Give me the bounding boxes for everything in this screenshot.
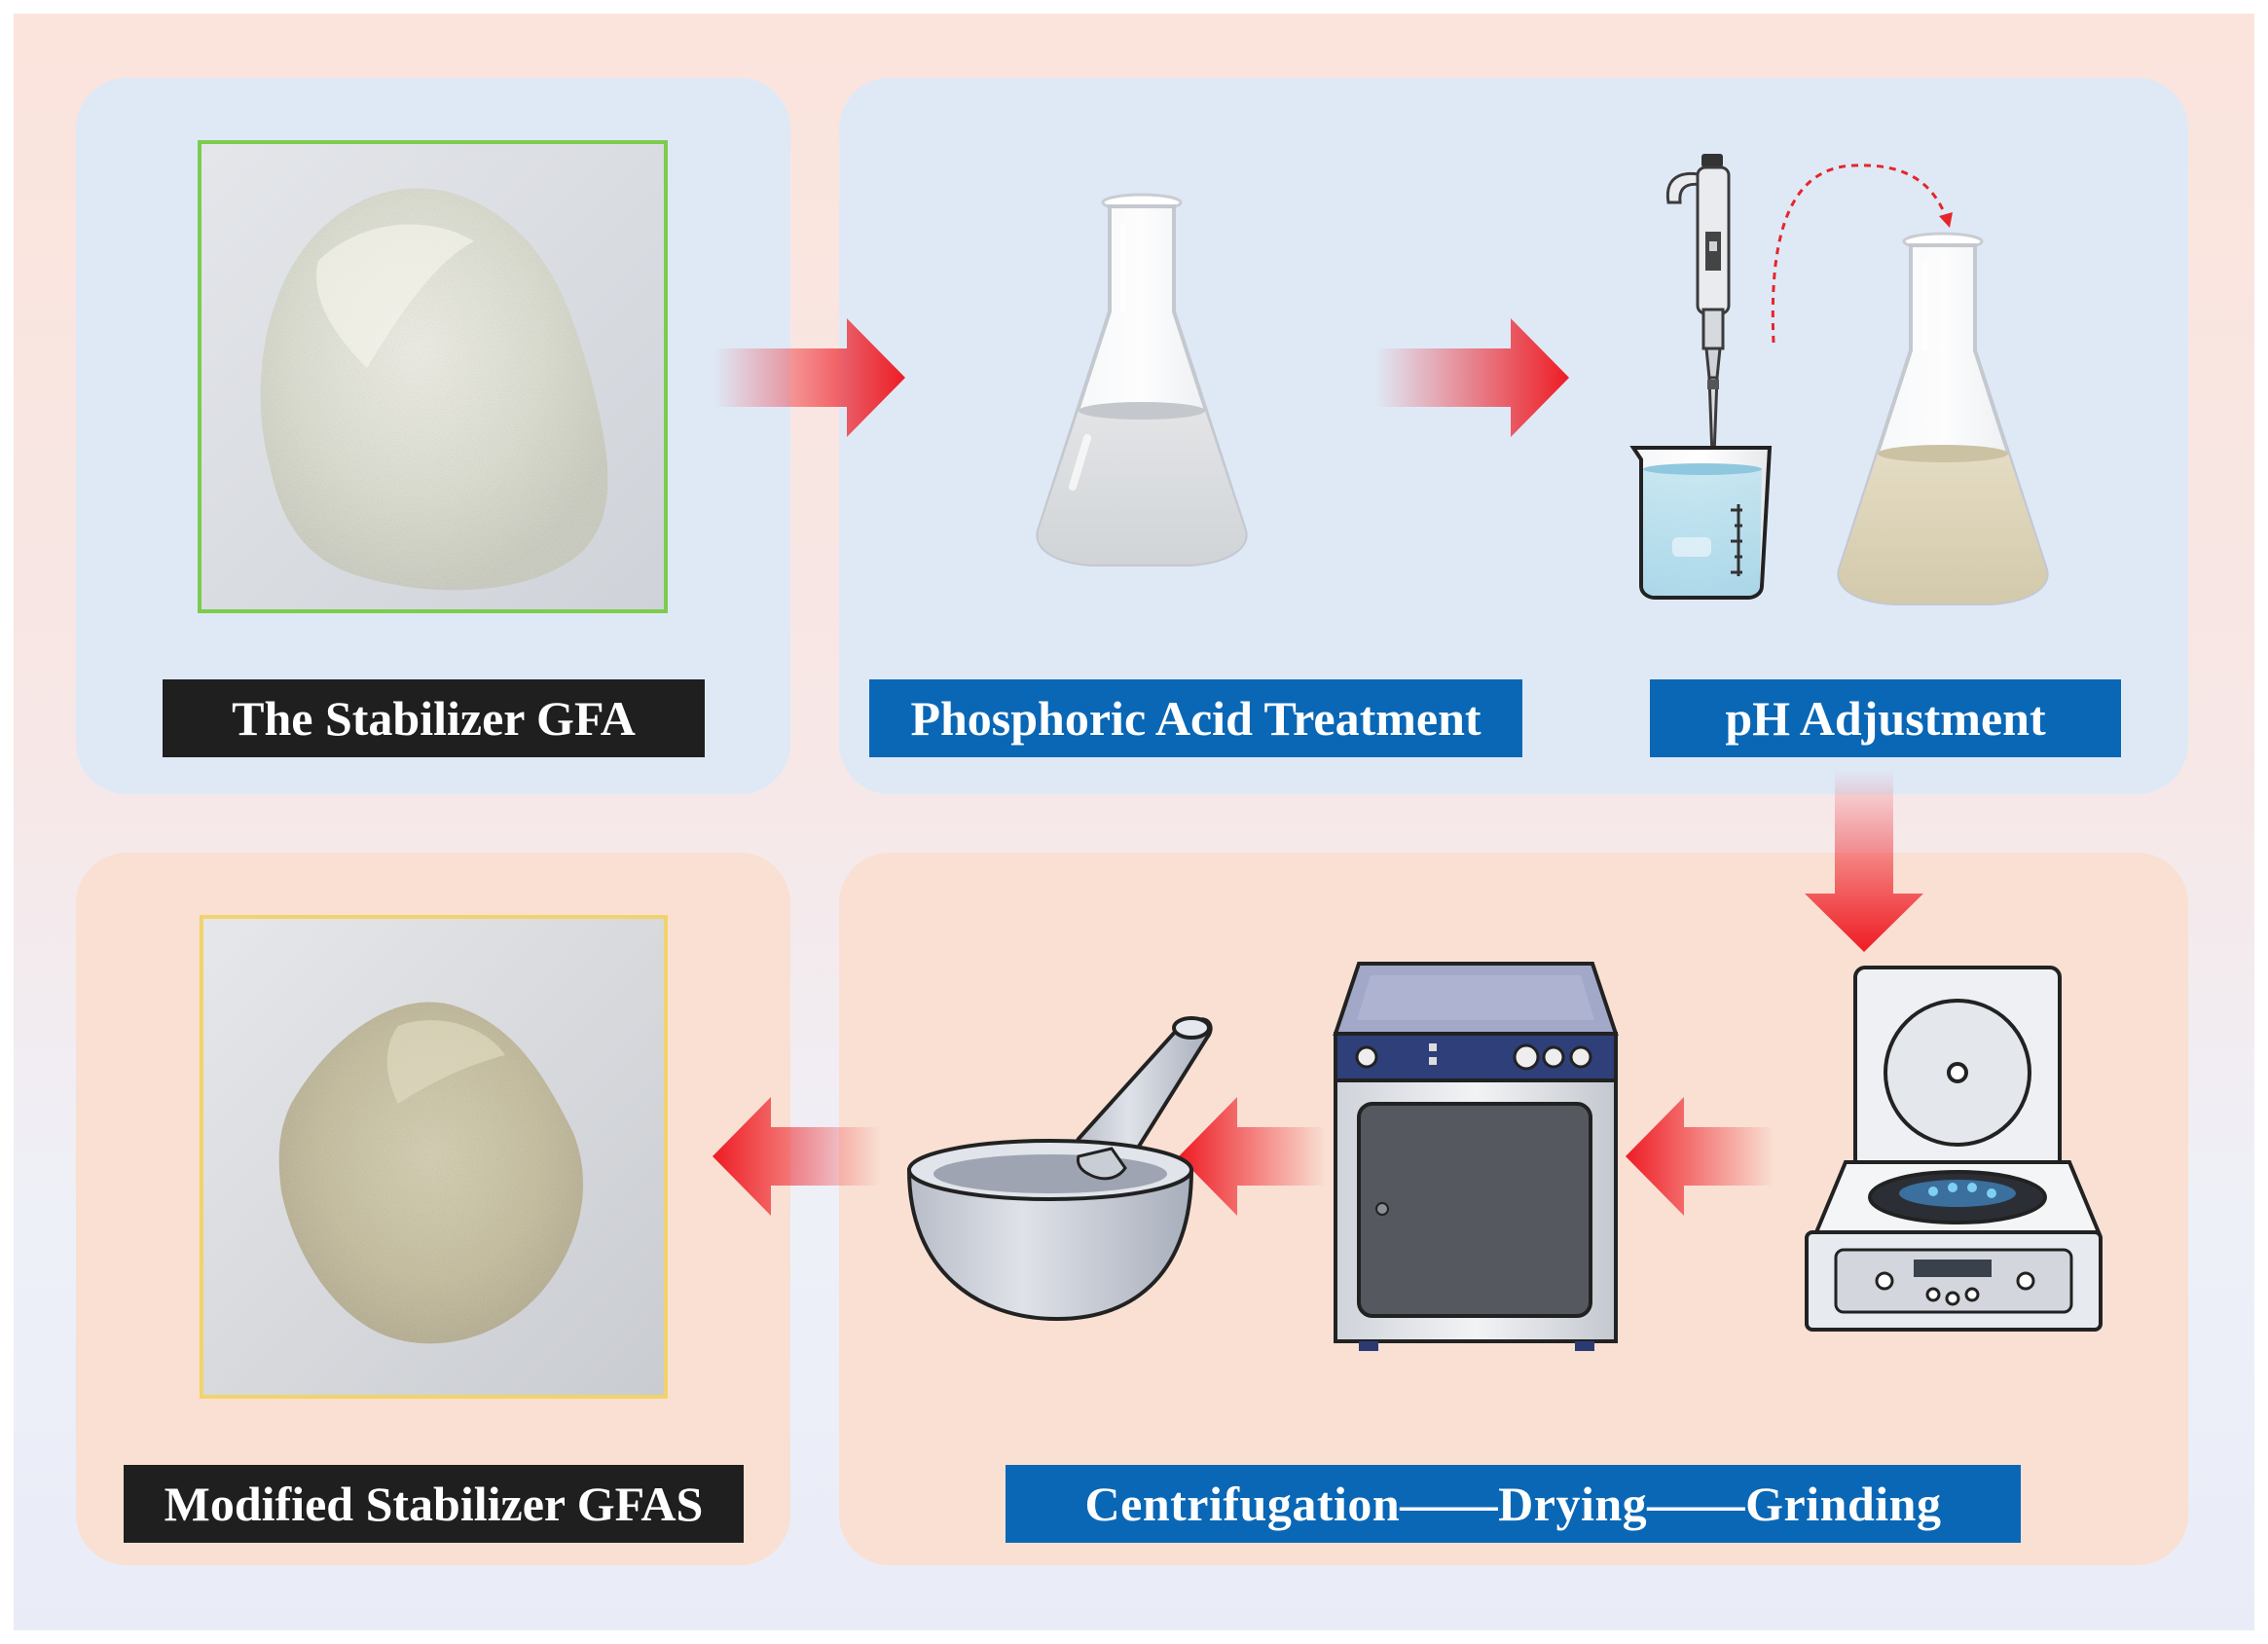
flow-arrow-icon	[1626, 1097, 1774, 1216]
mortar-pestle-icon	[906, 1016, 1213, 1322]
label-post-processing: Centrifugation——Drying——Grinding	[1006, 1465, 2021, 1543]
flow-arrow-icon	[713, 1097, 881, 1216]
erlenmeyer-flask-icon	[1837, 232, 2049, 605]
beaker-icon	[1629, 446, 1773, 600]
drying-oven-icon	[1333, 962, 1619, 1351]
flow-arrow-icon	[1179, 1097, 1326, 1216]
label-stabilizer-gfa: The Stabilizer GFA	[163, 679, 705, 757]
label-ph-adjustment: pH Adjustment	[1650, 679, 2121, 757]
centrifuge-icon	[1805, 966, 2103, 1332]
gfas-powder-photo	[200, 915, 668, 1399]
erlenmeyer-flask-icon	[1036, 193, 1248, 566]
pipette-icon	[1665, 154, 1731, 457]
flow-arrow-icon	[1805, 769, 1923, 952]
flow-arrow-icon	[713, 318, 905, 437]
transfer-arrow-icon	[1771, 164, 1953, 344]
flow-arrow-icon	[1375, 318, 1569, 437]
label-modified-gfas: Modified Stabilizer GFAS	[124, 1465, 744, 1543]
label-acid-treatment: Phosphoric Acid Treatment	[869, 679, 1522, 757]
gfa-powder-photo	[198, 140, 668, 613]
